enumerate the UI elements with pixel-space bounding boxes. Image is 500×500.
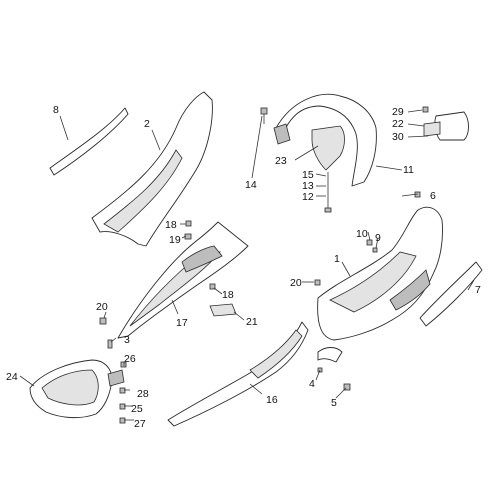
callout-21: 20 (290, 277, 302, 289)
part-4-bracket (317, 347, 343, 363)
callout-12: 12 (302, 191, 314, 203)
part-24-handle-cover (311, 125, 345, 171)
callout-24: 23 (275, 155, 287, 167)
callout-31: 30 (392, 131, 404, 143)
part-7-side-strip (419, 261, 483, 327)
part-26-screw (119, 403, 126, 410)
callout-17: 17 (176, 317, 188, 329)
part-18b-screw (209, 283, 216, 290)
callout-18-upper: 18 (165, 219, 177, 231)
callout-23: 22 (392, 118, 404, 130)
part-9-screw (372, 247, 378, 253)
callout-5: 5 (331, 397, 337, 409)
callout-16: 16 (266, 394, 278, 406)
callout-labels: 8 2 11 14 23 15 13 12 29 22 30 6 10 9 1 … (6, 104, 481, 430)
part-11-mount (273, 123, 291, 145)
part-12-bolt-head (324, 207, 332, 213)
part-16-shading (249, 329, 303, 379)
part-21-screw (314, 279, 321, 286)
callout-4: 4 (309, 378, 315, 390)
callout-10: 10 (356, 228, 368, 240)
callout-20: 20 (96, 301, 108, 313)
callout-14: 14 (245, 179, 257, 191)
callout-3: 3 (124, 334, 130, 346)
leader-lines (19, 109, 475, 421)
callout-29: 28 (137, 388, 149, 400)
callout-22: 21 (246, 316, 258, 328)
callout-6: 6 (430, 190, 436, 202)
part-bracket-mount (423, 121, 441, 137)
callout-8: 8 (53, 104, 59, 116)
part-25-mount (107, 369, 125, 387)
part-1-recess (389, 269, 431, 311)
part-22-block (209, 303, 237, 317)
callout-19: 19 (169, 234, 181, 246)
callout-25: 24 (6, 371, 18, 383)
callout-1: 1 (334, 253, 340, 265)
part-17-recess (181, 245, 223, 273)
part-25-shading (41, 369, 99, 406)
part-8-trim-strip (49, 107, 129, 176)
callout-28: 27 (134, 418, 146, 430)
part-16-floor-strip (167, 321, 309, 427)
part-3-screw (107, 339, 113, 349)
callout-13: 13 (302, 180, 314, 192)
callout-2: 2 (144, 118, 150, 130)
part-11-grab-handle (275, 93, 377, 187)
part-20-clip (99, 317, 107, 325)
callout-27: 26 (124, 353, 136, 365)
part-10-clip (366, 239, 373, 246)
part-29-screw (119, 387, 126, 394)
part-2-side-panel (91, 91, 213, 247)
part-19-clip (184, 233, 192, 240)
callout-7: 7 (475, 284, 481, 296)
callout-15: 15 (302, 169, 314, 181)
part-30-screw (422, 106, 429, 113)
part-27-screw (120, 361, 127, 368)
callout-30: 29 (392, 106, 404, 118)
part-14-screw (260, 107, 268, 115)
part-5-screw (343, 383, 351, 391)
callout-9: 9 (375, 232, 381, 244)
callout-11: 11 (403, 164, 414, 176)
part-2-shading (103, 149, 183, 233)
callout-26: 25 (131, 403, 143, 415)
callout-18-lower: 18 (222, 289, 234, 301)
part-1-shading (329, 251, 417, 313)
part-18a-screw (185, 220, 192, 227)
part-28-screw (119, 417, 126, 424)
